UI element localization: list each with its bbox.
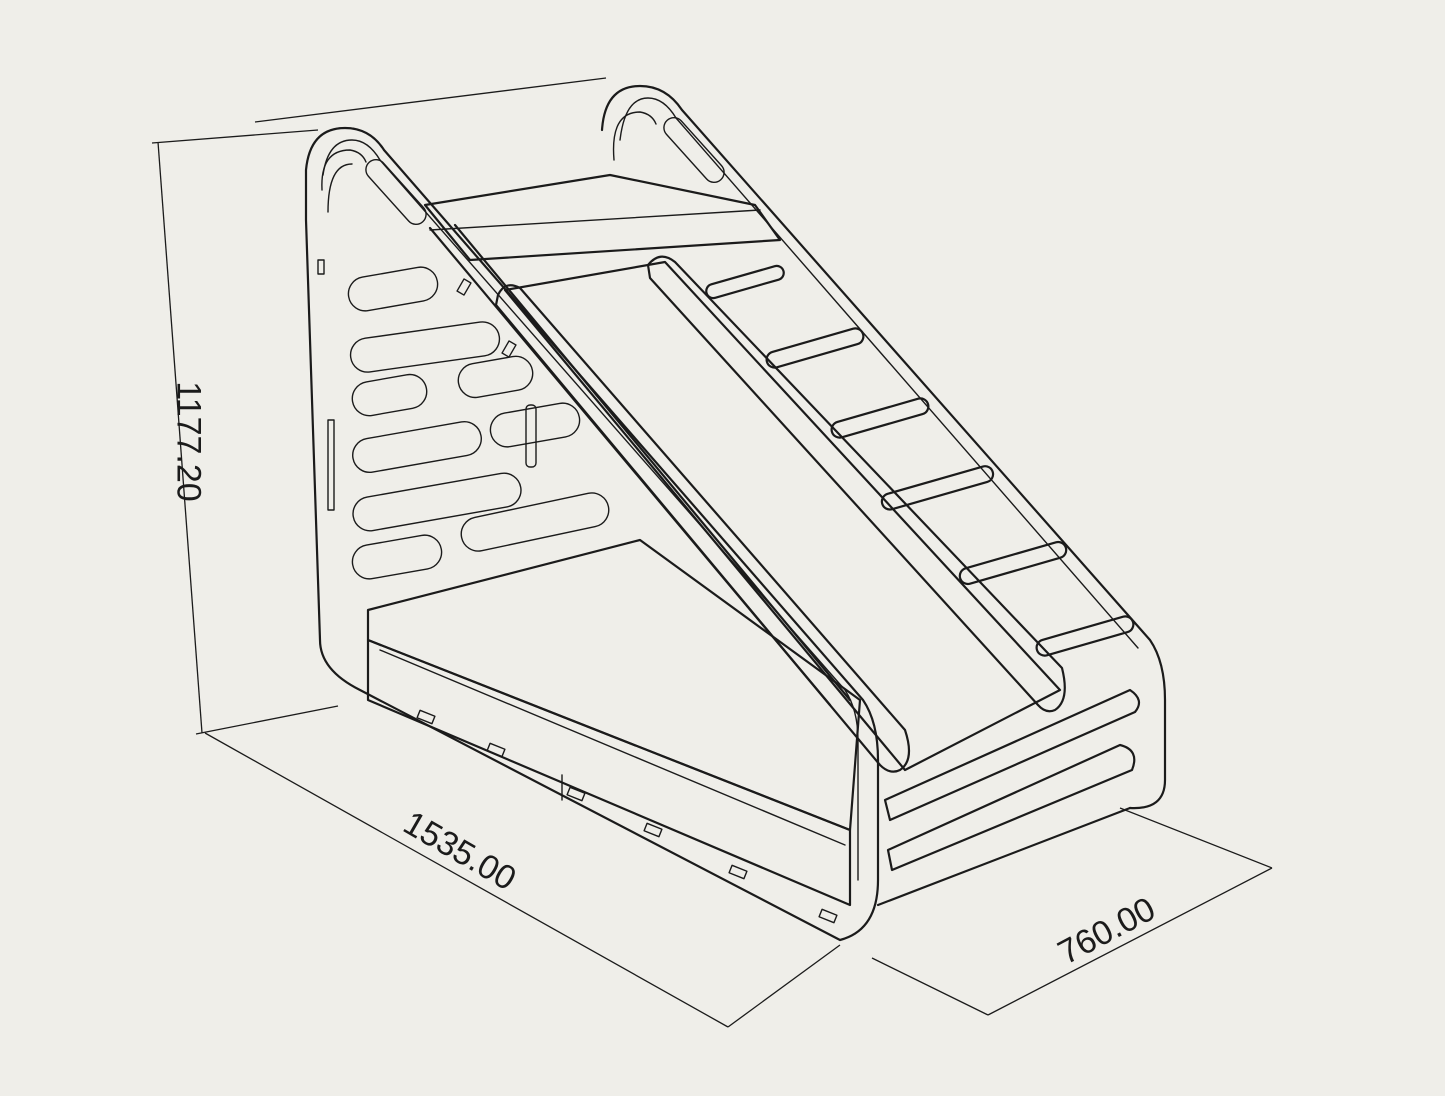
base-platform (366, 538, 862, 907)
dimension-length (204, 732, 841, 1028)
ladder-rungs (705, 264, 1135, 657)
dimension-height-label: 1177.20 (169, 381, 208, 502)
base-rails (876, 688, 1141, 907)
left-side-panel (304, 126, 880, 942)
right-side-panel (600, 84, 1167, 810)
dimension-height (151, 129, 339, 735)
top-platform (423, 173, 782, 262)
dimension-top-extension (254, 77, 607, 123)
slide-surface (428, 223, 1066, 773)
dimension-width (871, 807, 1273, 1016)
hardware-slots (317, 259, 838, 924)
